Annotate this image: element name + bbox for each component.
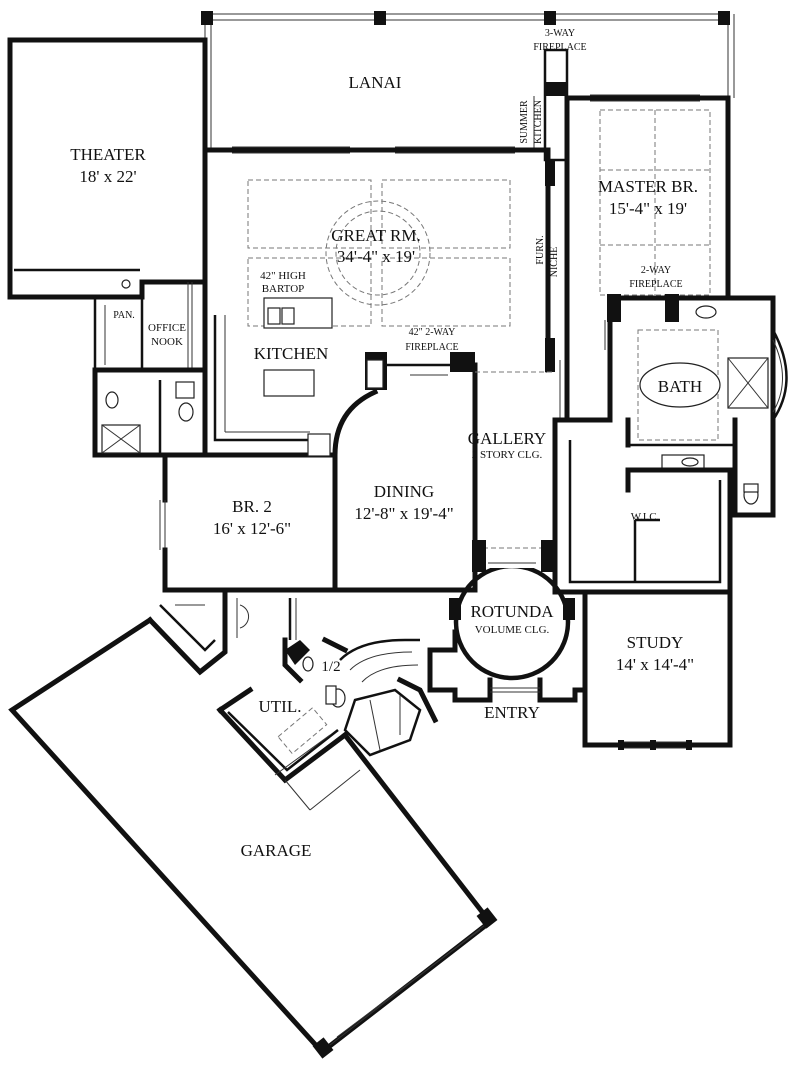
gallery-hall: [472, 360, 561, 572]
lanai-area: [201, 11, 735, 150]
dining-room: [332, 352, 478, 593]
label-bartop-1: 42" HIGH: [260, 270, 306, 282]
label-office-nook-2: NOOK: [151, 336, 183, 348]
label-rotunda-name: ROTUNDA: [470, 602, 554, 621]
label-dining-size: 12'-8" x 19'-4": [354, 504, 453, 523]
label-furn-niche-1: FURN.: [535, 235, 546, 264]
label-great-room-size: 34'-4" x 19': [337, 247, 415, 266]
half-bath: [282, 598, 349, 708]
bedroom-2: [159, 452, 338, 593]
garage: [8, 616, 498, 1059]
label-fireplace-42-2: FIREPLACE: [405, 342, 458, 353]
bath-2: [92, 367, 208, 458]
label-master-size: 15'-4" x 19': [609, 199, 687, 218]
great-room-walls: [202, 146, 555, 458]
label-theater-name: THEATER: [70, 145, 146, 164]
study-room: [572, 589, 733, 750]
label-summer-kitchen-1: SUMMER: [519, 100, 530, 144]
label-wic: W.I.C.: [631, 511, 660, 523]
label-three-way-fireplace-1: 3-WAY: [545, 28, 575, 39]
label-study-size: 14' x 14'-4": [616, 655, 694, 674]
label-entry: ENTRY: [484, 703, 540, 722]
label-master-fireplace-2: FIREPLACE: [629, 279, 682, 290]
walk-in-closet: [552, 440, 733, 595]
label-rotunda-sub: VOLUME CLG.: [475, 624, 550, 636]
label-study-name: STUDY: [627, 633, 684, 652]
label-br2-name: BR. 2: [232, 497, 272, 516]
label-master-bath: BATH: [658, 377, 702, 396]
label-kitchen: KITCHEN: [254, 344, 329, 363]
label-dining-name: DINING: [374, 482, 434, 501]
entry-stairs: [339, 638, 439, 757]
label-bartop-2: BARTOP: [262, 283, 305, 295]
label-summer-kitchen-2: KITCHEN: [533, 100, 544, 144]
rotunda: [449, 558, 575, 681]
label-lanai: LANAI: [349, 73, 402, 92]
master-bath: [552, 295, 788, 595]
label-half-bath: 1/2: [321, 659, 340, 675]
label-office-nook-1: OFFICE: [148, 322, 186, 334]
label-theater-size: 18' x 22': [79, 167, 136, 186]
label-master-name: MASTER BR.: [598, 177, 698, 196]
entry-walls: [427, 629, 588, 703]
label-master-fireplace-1: 2-WAY: [641, 265, 671, 276]
label-gallery-sub: 2 STORY CLG.: [472, 449, 543, 461]
label-fireplace-42-1: 42" 2-WAY: [409, 327, 456, 338]
room-labels: LANAI 3-WAY FIREPLACE SUMMER KITCHEN THE…: [70, 28, 702, 860]
label-furn-niche-2: NICHE: [549, 247, 560, 278]
master-bedroom: [564, 94, 731, 423]
hall-closet: [146, 589, 249, 676]
kitchen-fixtures: [213, 297, 333, 457]
label-pantry: PAN.: [113, 310, 135, 321]
label-three-way-fireplace-2: FIREPLACE: [533, 42, 586, 53]
label-utility: UTIL.: [259, 697, 302, 716]
label-br2-size: 16' x 12'-6": [213, 519, 291, 538]
label-gallery-name: GALLERY: [468, 429, 546, 448]
label-garage: GARAGE: [241, 841, 312, 860]
label-great-room-name: GREAT RM.: [331, 226, 420, 245]
